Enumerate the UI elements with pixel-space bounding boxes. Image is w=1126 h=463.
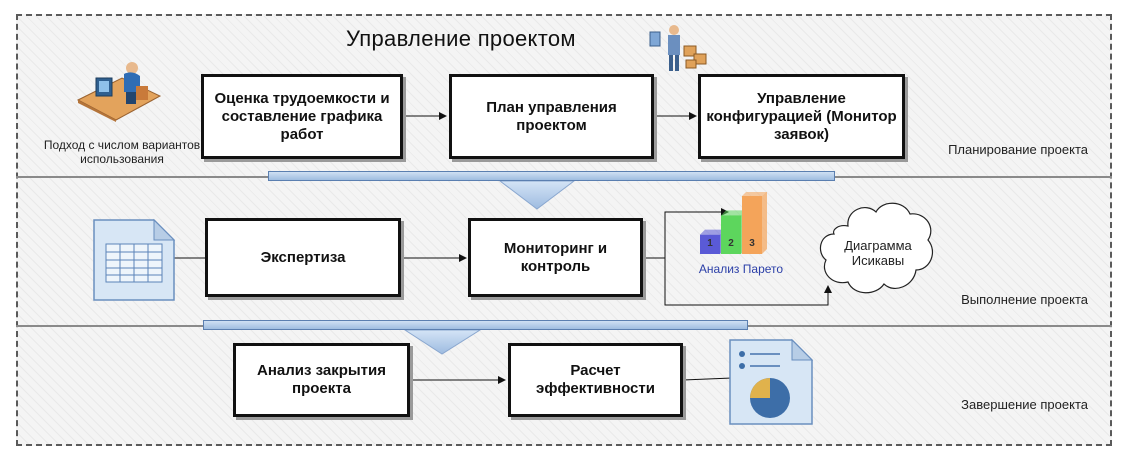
expertise-box: Экспертиза xyxy=(205,218,401,297)
pareto-chart-icon: 1 2 3 xyxy=(696,191,788,269)
band-label-planning: Планирование проекта xyxy=(930,142,1088,157)
pareto-bar-label-1: 1 xyxy=(707,238,713,249)
phase-bar-execution xyxy=(203,320,748,330)
pareto-caption: Анализ Парето xyxy=(683,262,799,276)
efficiency-calculation-box: Расчет эффективности xyxy=(508,343,683,417)
configuration-management-text: Управление конфигурацией (Монитор заявок… xyxy=(706,89,897,143)
diagram-title: Управление проектом xyxy=(346,26,576,51)
ishikawa-caption-text: Диаграмма Исикавы xyxy=(844,238,912,268)
project-plan-text: План управления проектом xyxy=(486,98,617,134)
pareto-bar-3 xyxy=(742,196,762,254)
pareto-caption-text: Анализ Парето xyxy=(698,262,784,276)
people-with-boxes-icon xyxy=(648,24,714,81)
approach-caption-text: Подход с числом вариантов использования xyxy=(43,138,201,166)
estimate-schedule-box: Оценка трудоемкости и составление график… xyxy=(201,74,403,159)
pareto-bar-label-2: 2 xyxy=(728,238,734,249)
estimate-schedule-text: Оценка трудоемкости и составление график… xyxy=(214,89,390,143)
person-at-computer-icon xyxy=(74,58,162,127)
down-arrow-planning-to-execution xyxy=(498,180,576,210)
pareto-bar-2 xyxy=(721,215,741,254)
pareto-bar-top-1 xyxy=(700,229,725,235)
project-closure-analysis-box: Анализ закрытия проекта xyxy=(233,343,410,417)
monitoring-control-box: Мониторинг и контроль xyxy=(468,218,643,297)
project-closure-analysis-text: Анализ закрытия проекта xyxy=(256,362,386,397)
project-plan-box: План управления проектом xyxy=(449,74,654,159)
arrow-to-ishikawa xyxy=(664,258,832,306)
cloud-icon xyxy=(818,196,938,307)
ishikawa-caption: Диаграмма Исикавы xyxy=(820,238,936,268)
phase-bar-planning xyxy=(268,171,835,181)
monitoring-control-text: Мониторинг и контроль xyxy=(503,239,608,275)
band-label-execution-text: Выполнение проекта xyxy=(961,292,1088,307)
pie-chart-document-icon xyxy=(728,338,814,431)
band-label-closing-text: Завершение проекта xyxy=(961,397,1088,412)
pareto-bar-top-3 xyxy=(742,191,767,196)
pareto-bar-top-2 xyxy=(721,210,746,216)
arrow-to-pareto xyxy=(664,208,729,258)
connector-efficiency-to-report xyxy=(682,377,733,381)
efficiency-calculation-text: Расчет эффективности xyxy=(536,362,655,397)
pareto-bars-drawing: 1 2 3 xyxy=(700,191,767,254)
configuration-management-box: Управление конфигурацией (Монитор заявок… xyxy=(698,74,905,159)
band-label-planning-text: Планирование проекта xyxy=(948,142,1088,157)
band-label-execution: Выполнение проекта xyxy=(930,292,1088,307)
pareto-bar-1 xyxy=(700,234,720,254)
spreadsheet-document-icon xyxy=(92,218,176,307)
band-label-closing: Завершение проекта xyxy=(930,397,1088,412)
pareto-bar-label-3: 3 xyxy=(749,238,755,249)
expertise-text: Экспертиза xyxy=(260,248,346,266)
approach-caption: Подход с числом вариантов использования xyxy=(22,138,222,166)
pareto-bar-side-3 xyxy=(762,191,767,254)
down-arrow-execution-to-closing xyxy=(403,329,482,355)
